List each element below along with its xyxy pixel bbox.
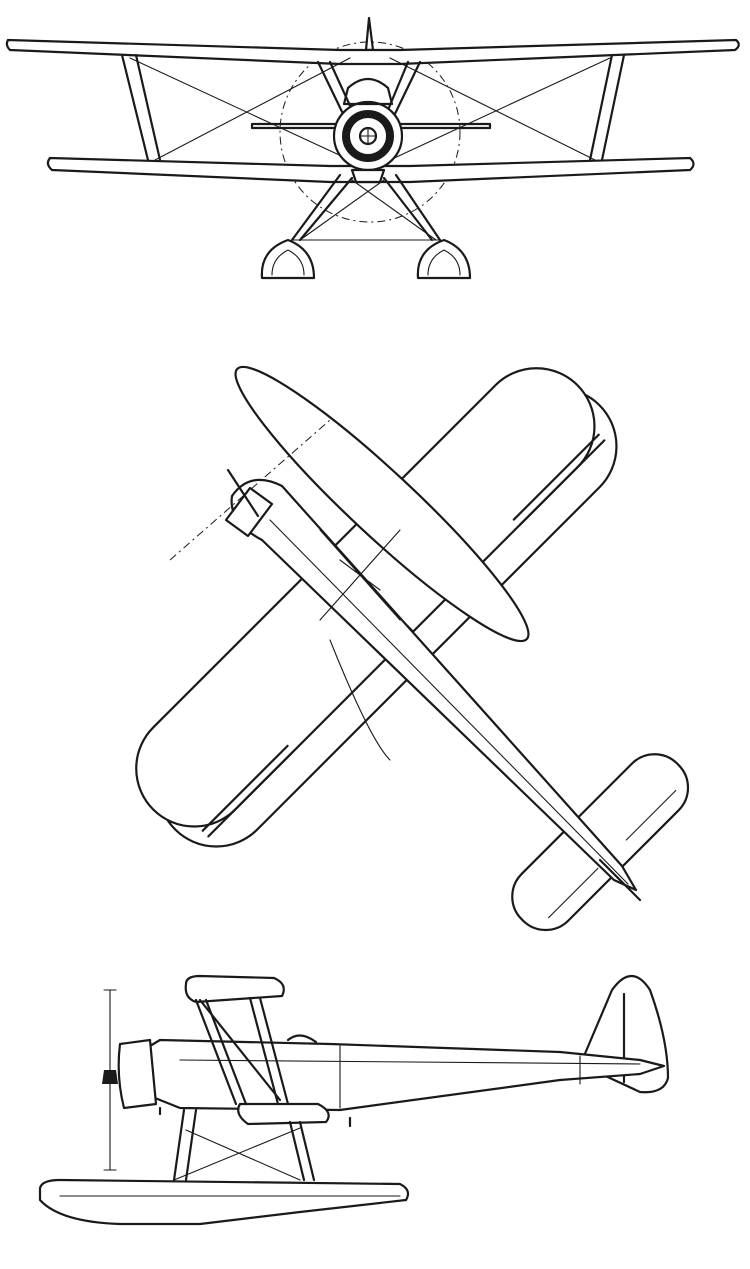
front-cabane-struts [316, 60, 422, 122]
top-view [135, 365, 690, 932]
front-bracing-wires [129, 57, 611, 161]
left-float-front [260, 238, 316, 280]
side-propeller-hub [102, 1070, 118, 1084]
side-fuselage [138, 1038, 666, 1112]
ailerons [201, 433, 606, 838]
side-view [38, 974, 670, 1226]
chin-radiator [350, 168, 386, 184]
front-fin [364, 16, 375, 52]
side-lower-wing [237, 1102, 330, 1126]
side-fittings [158, 1106, 352, 1128]
engine-plan [224, 486, 274, 538]
elevators [547, 789, 677, 919]
front-tailplane [250, 122, 492, 130]
right-float-front [416, 238, 472, 280]
side-cockpit [286, 1034, 318, 1044]
propeller-plan [226, 468, 260, 518]
fuselage-stringers [179, 1045, 641, 1109]
cowling-ring [342, 110, 394, 162]
side-cowling [117, 1038, 158, 1110]
right-float-contour [427, 249, 461, 276]
rudder-plan [598, 858, 642, 902]
float-strut-plan [329, 639, 391, 761]
top-wing-ellipse [234, 365, 530, 643]
side-float [38, 1178, 410, 1226]
front-right-struts [588, 53, 626, 162]
front-left-struts [120, 53, 162, 162]
front-float-bracing [291, 179, 441, 241]
cabane-bracing-plan [319, 529, 401, 621]
front-cockpit [342, 77, 394, 106]
side-struts [194, 996, 290, 1106]
hub-cross [359, 127, 377, 145]
front-view [5, 16, 740, 280]
fuselage-centreline [269, 519, 629, 885]
front-upper-wing [5, 38, 740, 66]
propeller-disc [279, 41, 461, 223]
front-float-struts [290, 173, 442, 242]
side-float-bracing [173, 1127, 301, 1181]
side-float-struts [172, 1108, 316, 1182]
side-upper-wing [184, 974, 285, 1004]
left-float-contour [271, 249, 305, 276]
